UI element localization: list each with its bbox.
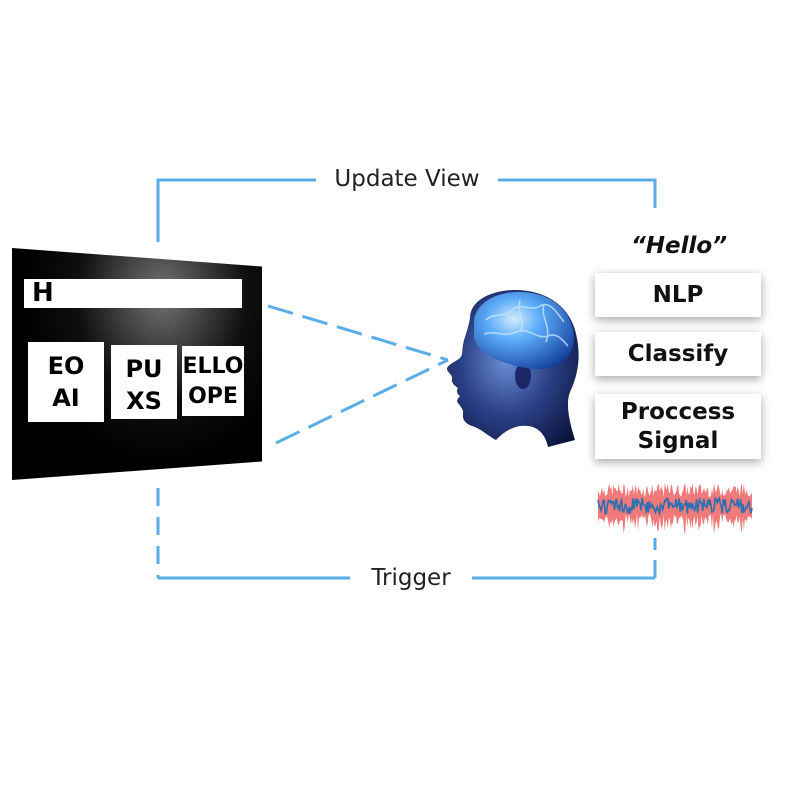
letter-tile-line: XS [126,387,162,415]
signal-waveform [597,483,753,535]
letter-tile-line: ELLO [182,354,244,379]
screen-search-bar: H [24,279,242,308]
head-brain-icon [447,290,579,447]
output-word: “Hello” [630,233,728,259]
update-view-connector-right [498,178,657,208]
letter-tile-line: EO [47,352,85,380]
letter-tile-line: PU [125,355,163,383]
classify-label: Classify [627,340,729,367]
classify-box: Classify [595,332,761,376]
letter-tile: PU XS [111,345,177,419]
trigger-label: Trigger [371,565,451,591]
nlp-box: NLP [595,273,761,317]
update-view-label: Update View [334,166,480,192]
gaze-line-top [267,304,449,362]
update-view-connector-left [156,178,316,242]
letter-tile-line: OPE [188,384,238,409]
process-label-line1: Proccess [620,398,736,425]
letter-tile: EO AI [28,342,104,422]
display-screen: H EO AI PU XS ELLO OPE [12,248,262,480]
process-signal-box: Proccess Signal [595,394,761,459]
gaze-line-bottom [275,358,449,445]
letter-tile: ELLO OPE [182,346,244,416]
letter-tile-line: AI [52,384,80,412]
process-label-line2: Signal [637,427,719,454]
nlp-label: NLP [652,281,704,308]
